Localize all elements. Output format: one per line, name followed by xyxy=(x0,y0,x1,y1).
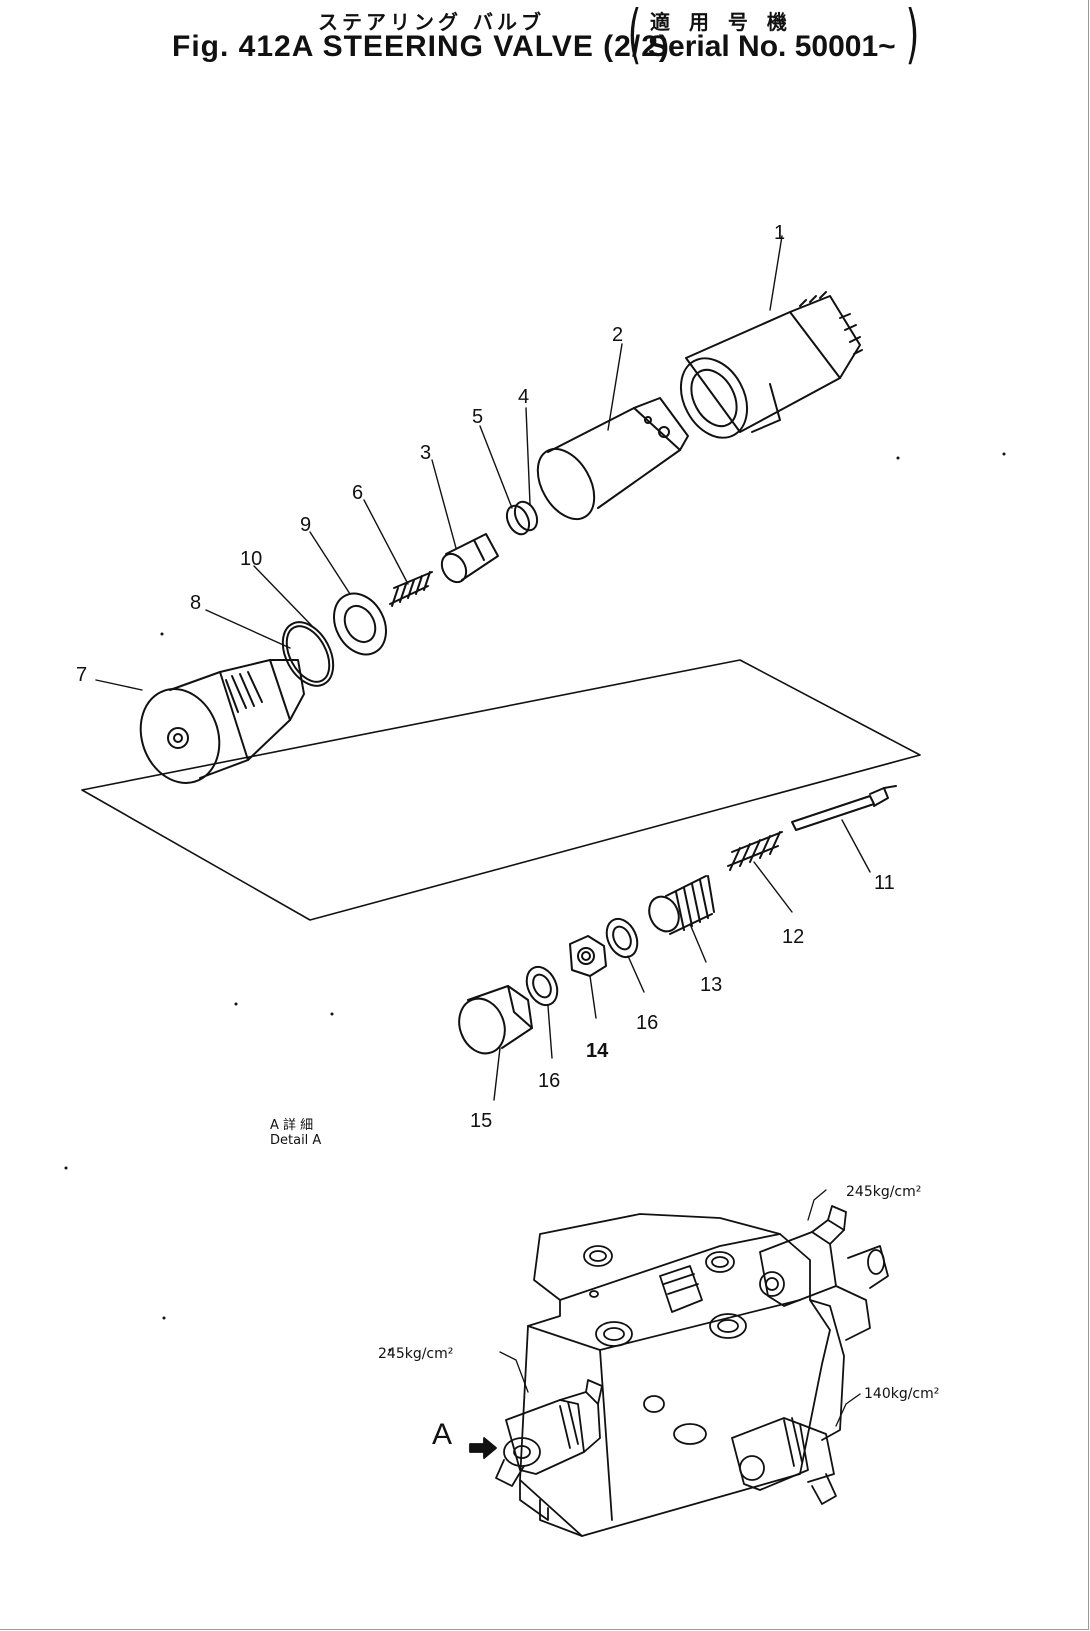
callout-3: 3 xyxy=(420,442,432,464)
callout-13: 13 xyxy=(700,974,723,996)
callout-14: 14 xyxy=(586,1040,609,1062)
part-4-5-ring-icon xyxy=(505,500,539,536)
part-1-valve-body-icon xyxy=(679,291,863,439)
part-6-spring-icon xyxy=(389,571,433,607)
serial-number: Serial No. 50001~ xyxy=(648,30,896,63)
part-15-cap-icon xyxy=(458,985,533,1055)
callout-8: 8 xyxy=(190,592,202,614)
callout-6: 6 xyxy=(352,482,364,504)
part-3-poppet-icon xyxy=(440,533,499,584)
serial-open-paren-icon: ( xyxy=(627,0,642,72)
detail-label-en: Detail A xyxy=(270,1133,322,1148)
callout-16-upper: 16 xyxy=(636,1012,659,1034)
callout-15: 15 xyxy=(470,1110,493,1132)
title-japanese: ステアリング バルブ xyxy=(318,10,545,34)
serial-japanese: 適 用 号 機 xyxy=(650,10,793,34)
callout-12: 12 xyxy=(782,926,805,948)
part-7-plug-icon xyxy=(139,659,305,784)
view-a-label: A xyxy=(432,1418,453,1451)
callout-11: 11 xyxy=(874,872,895,894)
callout-7: 7 xyxy=(76,664,88,686)
pressure-label-right: 140kg/cm² xyxy=(864,1386,940,1402)
callout-2: 2 xyxy=(612,324,624,346)
pressure-label-left: 245kg/cm² xyxy=(378,1346,454,1362)
callout-5: 5 xyxy=(472,406,484,428)
scan-specks xyxy=(64,452,1006,1352)
part-11-pin-icon xyxy=(791,785,897,831)
leader-lines xyxy=(95,235,871,1101)
detail-label: A 詳 細 Detail A xyxy=(270,1118,321,1148)
callout-16-lower: 16 xyxy=(538,1070,561,1092)
callout-10: 10 xyxy=(240,548,263,570)
callout-1: 1 xyxy=(774,222,786,244)
assembly-boundary-line xyxy=(81,659,921,921)
detail-label-jp: A 詳 細 xyxy=(270,1118,314,1133)
part-12-spring-icon xyxy=(727,831,783,871)
pressure-label-top-right: 245kg/cm² xyxy=(846,1184,922,1200)
part-16-washer-upper-icon xyxy=(605,917,639,959)
serial-close-paren-icon: ) xyxy=(905,0,920,72)
valve-assembly-icon xyxy=(469,1189,889,1537)
part-9-washer-icon xyxy=(333,592,387,656)
part-14-nut-icon xyxy=(569,935,607,977)
callout-4: 4 xyxy=(518,386,530,408)
figure-title: Fig. 412A STEERING VALVE (2/2) xyxy=(172,30,670,63)
callout-9: 9 xyxy=(300,514,312,536)
part-2-sleeve-icon xyxy=(536,397,689,521)
part-13-spring-icon xyxy=(648,875,715,935)
part-16-washer-lower-icon xyxy=(525,965,559,1007)
part-8-o-ring-icon xyxy=(281,621,335,687)
